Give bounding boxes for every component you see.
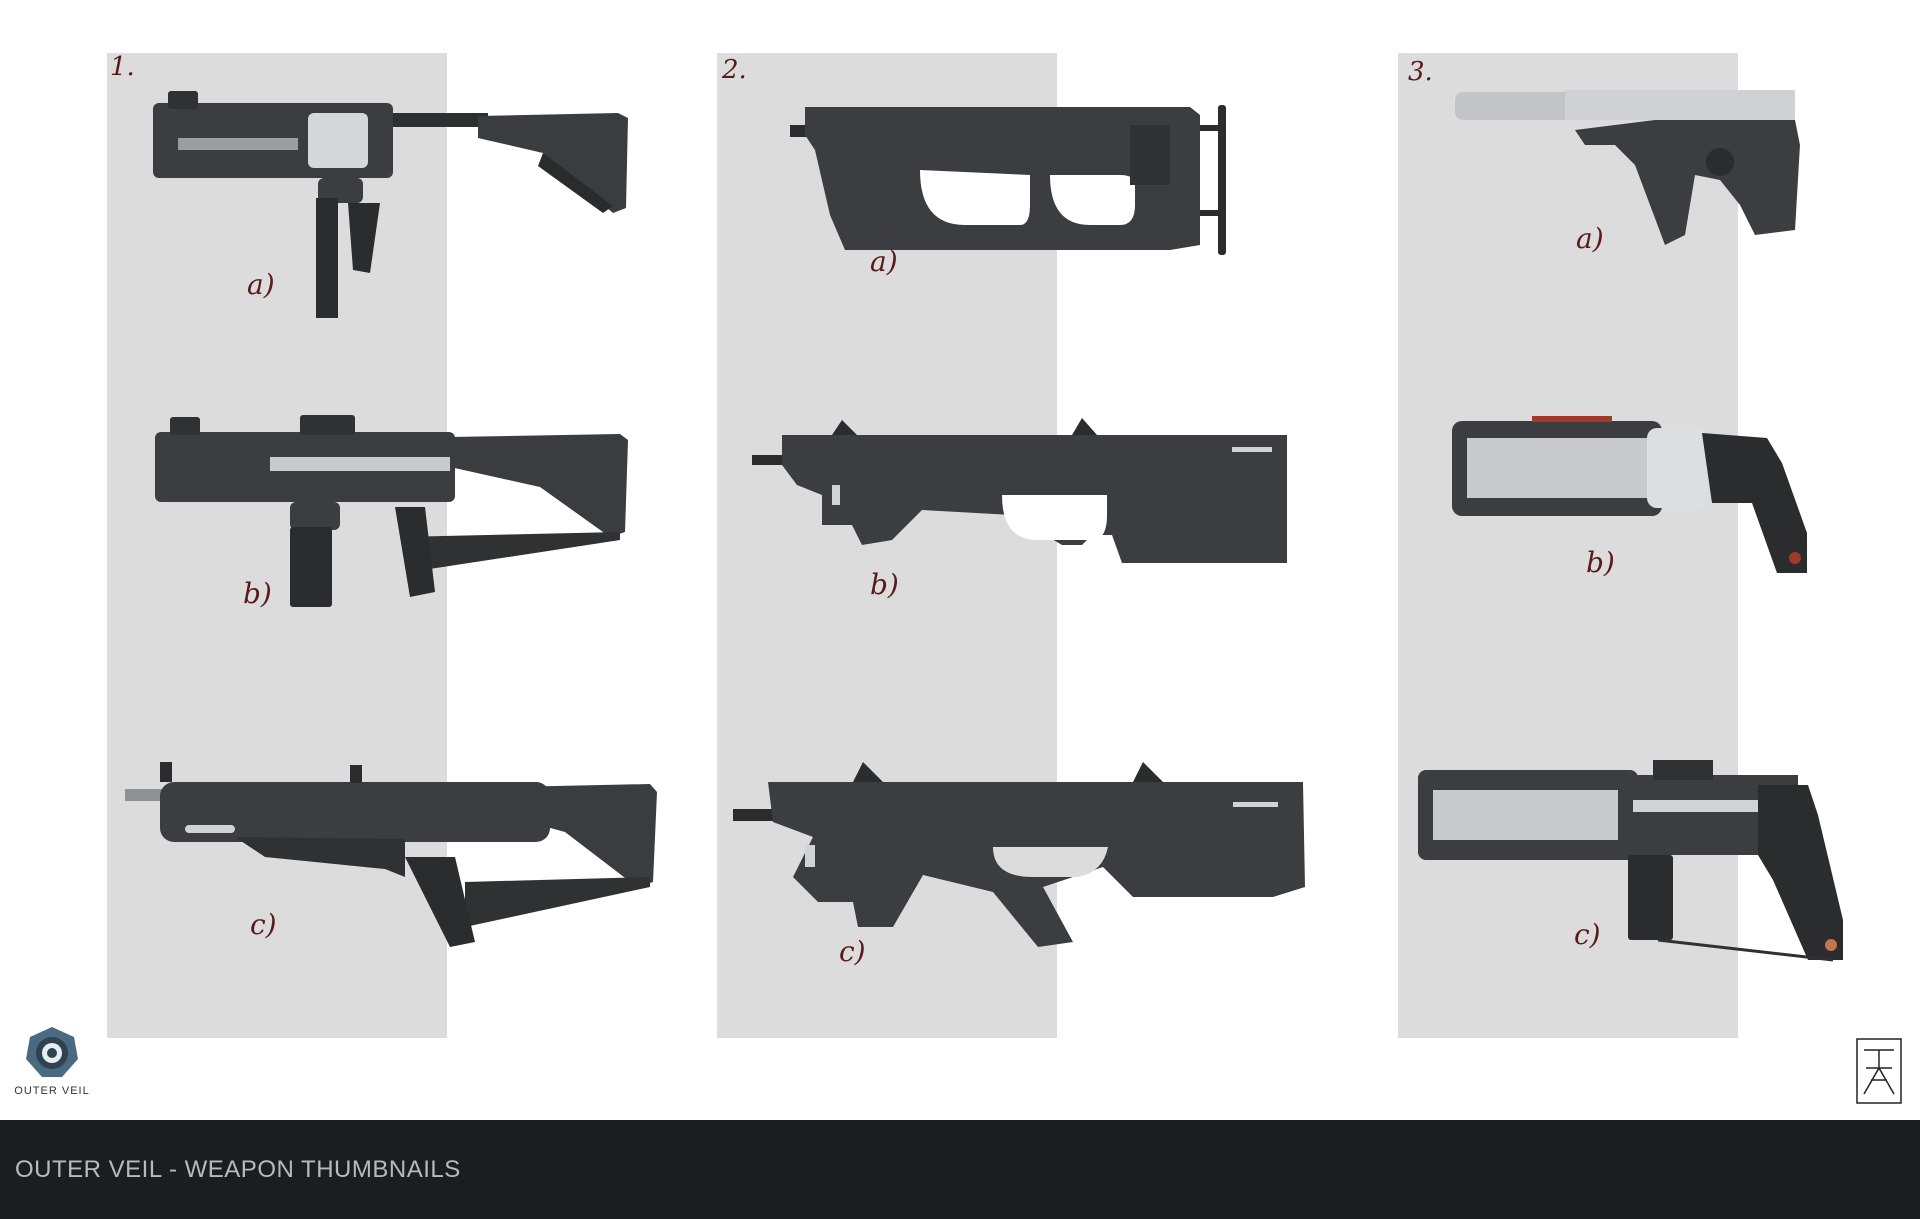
variant-2b-label: b)	[870, 568, 899, 601]
column-3-number: 3.	[1408, 57, 1433, 87]
variant-2c-label: c)	[839, 935, 866, 968]
variant-1a-label: a)	[247, 268, 275, 301]
variant-1b-label: b)	[243, 577, 272, 610]
column-2-number: 2.	[722, 55, 747, 85]
variant-3a-label: a)	[1576, 222, 1604, 255]
weapon-3a-pistol-illustration	[1455, 90, 1800, 245]
outer-veil-emblem-icon	[26, 1027, 78, 1077]
weapon-3b-revolver-illustration	[1452, 416, 1807, 573]
column-1-panel	[107, 53, 447, 1038]
weapon-1a-smg-illustration	[153, 91, 628, 318]
variant-3c-label: c)	[1574, 918, 1601, 951]
weapon-2a-pdw-illustration	[790, 105, 1226, 255]
artist-signature-icon	[1856, 1038, 1902, 1104]
weapon-2c-bullpup-long-illustration	[733, 762, 1305, 947]
weapon-3c-revolver-carbine-illustration	[1418, 760, 1843, 962]
variant-3b-label: b)	[1586, 546, 1615, 579]
weapon-1c-rifle-illustration	[125, 762, 657, 947]
column-1-number: 1.	[110, 52, 135, 82]
weapon-1b-carbine-illustration	[155, 415, 628, 607]
logo-text: OUTER VEIL	[14, 1085, 90, 1097]
outer-veil-logo: OUTER VEIL	[12, 1025, 92, 1100]
weapon-2b-bullpup-illustration	[752, 418, 1287, 563]
variant-1c-label: c)	[250, 908, 277, 941]
variant-2a-label: a)	[870, 245, 898, 278]
footer-bar: OUTER VEIL - WEAPON THUMBNAILS	[0, 1120, 1920, 1219]
footer-title: OUTER VEIL - WEAPON THUMBNAILS	[15, 1156, 461, 1183]
